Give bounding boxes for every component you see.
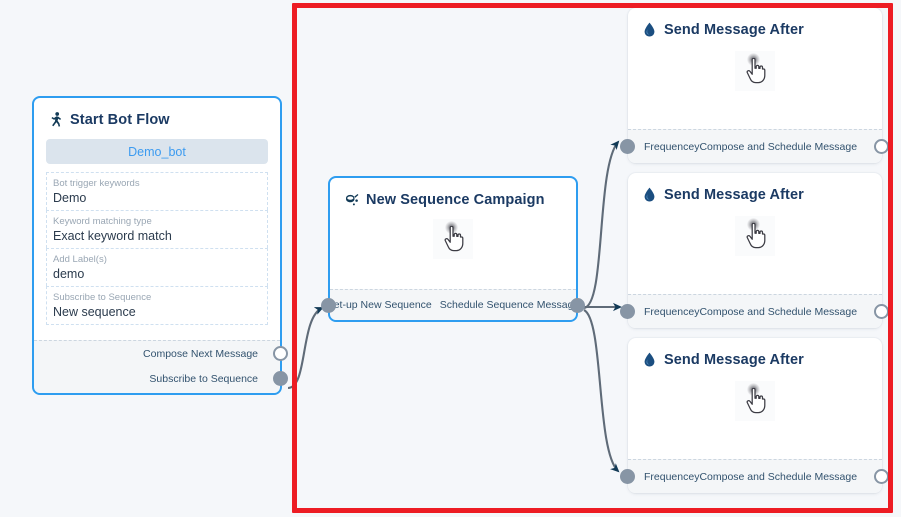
start-bot-flow-header: Start Bot Flow bbox=[34, 98, 280, 128]
port-compose-and-schedule-message[interactable] bbox=[874, 304, 889, 319]
node-send-message-after-1[interactable]: Send Message After Frequencey Compose an… bbox=[620, 8, 889, 163]
running-person-icon bbox=[48, 111, 63, 128]
send-message-after-title: Send Message After bbox=[664, 21, 804, 38]
node-send-message-after-2[interactable]: Send Message After Frequencey Compose an… bbox=[620, 173, 889, 328]
port-frequencey[interactable] bbox=[620, 469, 635, 484]
port-subscribe-to-sequence[interactable] bbox=[273, 371, 288, 386]
edge-start-to-sequence bbox=[287, 307, 324, 390]
node-new-sequence-campaign[interactable]: New Sequence Campaign Set-up New Sequenc… bbox=[321, 176, 585, 322]
send-message-after-ports: Frequencey Compose and Schedule Message bbox=[620, 294, 889, 328]
field-value: demo bbox=[53, 267, 85, 281]
send-message-after-header: Send Message After bbox=[628, 173, 882, 203]
new-sequence-campaign-header: New Sequence Campaign bbox=[330, 178, 576, 208]
hand-cursor-icon bbox=[735, 216, 775, 256]
port-label-frequencey: Frequencey bbox=[644, 305, 700, 318]
port-frequencey[interactable] bbox=[620, 304, 635, 319]
new-sequence-campaign-body bbox=[330, 208, 576, 270]
port-row-send-message[interactable]: Frequencey Compose and Schedule Message bbox=[620, 460, 889, 493]
start-bot-flow-ports: Compose Next Message Subscribe to Sequen… bbox=[34, 340, 288, 393]
port-row-subscribe-to-sequence[interactable]: Subscribe to Sequence bbox=[34, 366, 288, 391]
port-label-compose-and-schedule-message: Compose and Schedule Message bbox=[699, 140, 858, 153]
node-start-bot-flow[interactable]: Start Bot Flow Demo_bot Bot trigger keyw… bbox=[32, 96, 288, 395]
port-row-send-message[interactable]: Frequencey Compose and Schedule Message bbox=[620, 130, 889, 163]
port-row-compose-next-message[interactable]: Compose Next Message bbox=[34, 341, 288, 366]
port-label-compose-and-schedule-message: Compose and Schedule Message bbox=[699, 305, 858, 318]
field-value: Demo bbox=[53, 191, 87, 205]
send-message-after-ports: Frequencey Compose and Schedule Message bbox=[620, 459, 889, 493]
send-message-after-body bbox=[628, 203, 882, 269]
field-label: Add Label(s) bbox=[53, 254, 107, 265]
field-value: Exact keyword match bbox=[53, 229, 172, 243]
port-label: Subscribe to Sequence bbox=[149, 372, 258, 385]
port-label-frequencey: Frequencey bbox=[644, 470, 700, 483]
field-label: Subscribe to Sequence bbox=[53, 292, 152, 303]
port-label-setup-new-sequence: Set-up New Sequence bbox=[326, 299, 432, 311]
water-drop-icon bbox=[642, 186, 657, 203]
send-message-after-header: Send Message After bbox=[628, 8, 882, 38]
bot-selector-pill[interactable]: Demo_bot bbox=[46, 139, 268, 164]
field-label: Keyword matching type bbox=[53, 216, 152, 227]
port-compose-next-message[interactable] bbox=[273, 346, 288, 361]
port-label-frequencey: Frequencey bbox=[644, 140, 700, 153]
hand-cursor-icon bbox=[735, 51, 775, 91]
send-message-after-header: Send Message After bbox=[628, 338, 882, 368]
water-drop-icon bbox=[642, 21, 657, 38]
send-message-after-body bbox=[628, 38, 882, 104]
sequence-pour-icon bbox=[344, 191, 359, 208]
port-label: Compose Next Message bbox=[143, 347, 258, 360]
field-subscribe-to-sequence[interactable]: Subscribe to Sequence New sequence bbox=[46, 286, 268, 325]
port-schedule-sequence-message[interactable] bbox=[570, 298, 585, 313]
edge-sequence-to-send-3 bbox=[583, 309, 620, 473]
edge-sequence-to-send-1 bbox=[583, 140, 620, 310]
send-message-after-title: Send Message After bbox=[664, 186, 804, 203]
port-label-schedule-sequence-message: Schedule Sequence Message bbox=[439, 299, 580, 311]
field-keyword-matching-type[interactable]: Keyword matching type Exact keyword matc… bbox=[46, 210, 268, 248]
port-row-send-message[interactable]: Frequencey Compose and Schedule Message bbox=[620, 295, 889, 328]
hand-cursor-icon bbox=[735, 381, 775, 421]
field-value: New sequence bbox=[53, 305, 136, 319]
send-message-after-title: Send Message After bbox=[664, 351, 804, 368]
water-drop-icon bbox=[642, 351, 657, 368]
field-add-labels[interactable]: Add Label(s) demo bbox=[46, 248, 268, 286]
port-label-compose-and-schedule-message: Compose and Schedule Message bbox=[699, 470, 858, 483]
port-compose-and-schedule-message[interactable] bbox=[874, 139, 889, 154]
field-label: Bot trigger keywords bbox=[53, 178, 140, 189]
port-setup-new-sequence[interactable] bbox=[321, 298, 336, 313]
field-bot-trigger-keywords[interactable]: Bot trigger keywords Demo bbox=[46, 172, 268, 210]
start-bot-flow-title: Start Bot Flow bbox=[70, 111, 170, 128]
new-sequence-campaign-title: New Sequence Campaign bbox=[366, 191, 545, 208]
port-compose-and-schedule-message[interactable] bbox=[874, 469, 889, 484]
node-send-message-after-3[interactable]: Send Message After Frequencey Compose an… bbox=[620, 338, 889, 493]
new-sequence-campaign-ports: Set-up New Sequence Schedule Sequence Me… bbox=[321, 289, 585, 320]
hand-cursor-icon bbox=[433, 219, 473, 259]
port-frequencey[interactable] bbox=[620, 139, 635, 154]
send-message-after-ports: Frequencey Compose and Schedule Message bbox=[620, 129, 889, 163]
send-message-after-body bbox=[628, 368, 882, 434]
port-row-sequence[interactable]: Set-up New Sequence Schedule Sequence Me… bbox=[321, 290, 585, 320]
start-bot-flow-fields: Bot trigger keywords Demo Keyword matchi… bbox=[46, 172, 268, 325]
